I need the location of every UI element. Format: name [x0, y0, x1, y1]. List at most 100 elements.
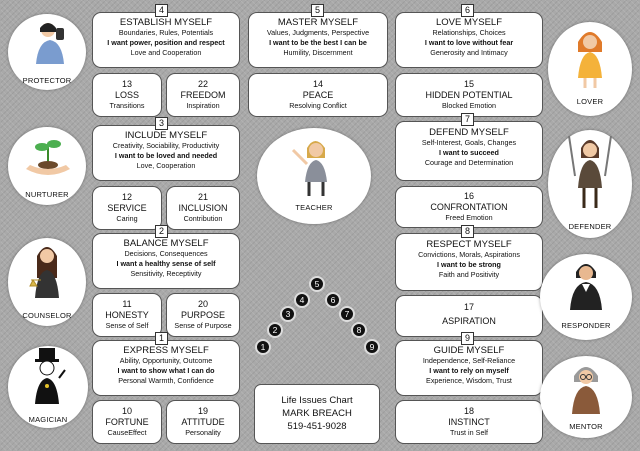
issue-number: 11 [122, 299, 132, 309]
issue-card-loss: 13 LOSS Transitions [92, 73, 162, 117]
stage-title: EXPRESS MYSELF [123, 345, 209, 356]
role-label: PROTECTOR [22, 76, 72, 85]
chart-info-box: Life Issues Chart MARK BREACH 519-451-90… [254, 384, 380, 444]
stage-card-guide-myself: GUIDE MYSELF Independence, Self-Reliance… [395, 340, 543, 396]
issue-card-inclusion: 21 INCLUSION Contribution [166, 186, 240, 230]
issue-desc: Sense of Self [105, 321, 149, 330]
stage-want: I want a healthy sense of self [116, 259, 216, 268]
stage-want: I want to be loved and needed [114, 151, 218, 160]
stage-quality: Love and Cooperation [130, 48, 202, 57]
role-label: RESPONDER [561, 321, 611, 330]
stage-keywords: Ability, Opportunity, Outcome [119, 356, 213, 365]
issue-desc: Blocked Emotion [442, 101, 496, 110]
role-responder: RESPONDER [540, 254, 632, 340]
issue-card-purpose: 20 PURPOSE Sense of Purpose [166, 293, 240, 337]
role-label: COUNSELOR [22, 311, 72, 320]
stage-card-include-myself: INCLUDE MYSELF Creativity, Sociability, … [92, 125, 240, 181]
role-protector: PROTECTOR [8, 14, 86, 90]
responder-figure-icon [570, 264, 602, 310]
stage-keywords: Independence, Self-Reliance [422, 356, 516, 365]
issue-name: PEACE [302, 90, 334, 100]
issue-card-instinct: 18 INSTINCT Trust in Self [395, 400, 543, 444]
stage-quality: Experience, Wisdom, Trust [426, 376, 512, 385]
magician-figure-icon [35, 348, 66, 404]
stage-quality: Humility, Discernment [283, 48, 353, 57]
stage-want: I want to be strong [437, 260, 501, 269]
stage-card-love-myself: LOVE MYSELF Relationships, Choices I wan… [395, 12, 543, 68]
stage-2-badge: 2 [155, 225, 168, 238]
pyramid-dot-2: 2 [267, 322, 283, 338]
stage-title: DEFEND MYSELF [429, 127, 509, 138]
role-nurturer: NURTURER [8, 127, 86, 205]
stage-9-badge: 9 [461, 332, 474, 345]
issue-name: HONESTY [105, 310, 149, 320]
stage-card-defend-myself: DEFEND MYSELF Self-Interest, Goals, Chan… [395, 121, 543, 181]
stage-keywords: Decisions, Consequences [124, 249, 208, 258]
issue-number: 22 [197, 79, 208, 89]
issue-desc: Freed Emotion [445, 213, 493, 222]
issue-name: INCLUSION [178, 203, 228, 213]
issue-card-honesty: 11 HONESTY Sense of Self [92, 293, 162, 337]
stage-keywords: Values, Judgments, Perspective [266, 28, 370, 37]
issue-number: 13 [121, 79, 132, 89]
issue-card-service: 12 SERVICE Caring [92, 186, 162, 230]
stage-want: I want to rely on myself [429, 366, 509, 375]
stage-title: GUIDE MYSELF [433, 345, 505, 356]
role-magician: MAGICIAN [8, 346, 88, 428]
phone-number: 519-451-9028 [287, 421, 347, 432]
issue-desc: Transitions [109, 101, 145, 110]
pyramid-dot-4: 4 [294, 292, 310, 308]
stage-card-respect-myself: RESPECT MYSELF Convictions, Morals, Aspi… [395, 233, 543, 291]
issue-name: FORTUNE [105, 417, 149, 427]
issue-desc: Resolving Conflict [289, 101, 347, 110]
pyramid-dot-6: 6 [325, 292, 341, 308]
pyramid-dot-3: 3 [280, 306, 296, 322]
role-mentor: MENTOR [540, 356, 632, 438]
issue-number: 17 [463, 302, 474, 312]
stage-6-badge: 6 [461, 4, 474, 17]
pyramid-dot-7: 7 [339, 306, 355, 322]
issue-desc: Caring [116, 214, 138, 223]
stage-quality: Personal Warmth, Confidence [118, 376, 214, 385]
issue-card-hidden-potential: 15 HIDDEN POTENTIAL Blocked Emotion [395, 73, 543, 117]
issue-name: HIDDEN POTENTIAL [425, 90, 513, 100]
stage-title: LOVE MYSELF [436, 17, 502, 28]
stage-keywords: Relationships, Choices [432, 28, 506, 37]
stage-want: I want to be the best I can be [269, 38, 367, 47]
role-counselor: COUNSELOR [8, 238, 86, 326]
protector-figure-icon [36, 23, 64, 64]
stage-want: I want to show what I can do [117, 366, 215, 375]
issue-desc: CauseEffect [107, 428, 147, 437]
issue-card-attitude: 19 ATTITUDE Personality [166, 400, 240, 444]
stage-title: BALANCE MYSELF [123, 238, 209, 249]
issue-number: 15 [463, 79, 474, 89]
issue-name: CONFRONTATION [430, 202, 508, 212]
issue-desc: Contribution [183, 214, 223, 223]
issue-number: 18 [463, 406, 474, 416]
role-teacher: TEACHER [257, 128, 371, 224]
stage-title: ESTABLISH MYSELF [119, 17, 213, 28]
issue-desc: Inspiration [186, 101, 220, 110]
stage-card-master-myself: MASTER MYSELF Values, Judgments, Perspec… [248, 12, 388, 68]
issue-number: 19 [197, 406, 208, 416]
issue-card-confrontation: 16 CONFRONTATION Freed Emotion [395, 186, 543, 228]
stage-4-badge: 4 [155, 4, 168, 17]
issue-name: ASPIRATION [442, 316, 496, 326]
role-label: NURTURER [25, 190, 69, 199]
stage-keywords: Creativity, Sociability, Productivity [112, 141, 220, 150]
stage-5-badge: 5 [311, 4, 324, 17]
mentor-figure-icon [572, 367, 600, 414]
stage-8-badge: 8 [461, 225, 474, 238]
stage-keywords: Convictions, Morals, Aspirations [418, 250, 520, 259]
issue-name: ATTITUDE [181, 417, 225, 427]
stage-keywords: Self-Interest, Goals, Changes [421, 138, 517, 147]
stage-keywords: Boundaries, Rules, Potentials [118, 28, 214, 37]
pyramid-dot-5: 5 [309, 276, 325, 292]
role-label: LOVER [576, 97, 604, 106]
stage-want: I want to succeed [439, 148, 499, 157]
issue-desc: Sense of Purpose [174, 321, 232, 330]
issue-card-aspiration: 17 ASPIRATION [395, 295, 543, 337]
role-label: MENTOR [569, 422, 603, 431]
role-label: TEACHER [295, 203, 333, 212]
issue-name: SERVICE [107, 203, 147, 213]
